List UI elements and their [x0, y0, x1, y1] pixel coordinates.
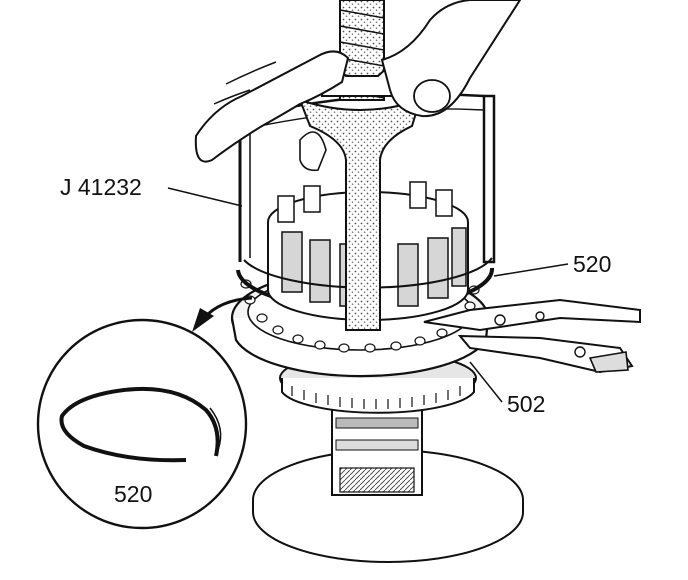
base-disc: [252, 449, 524, 563]
callout-clutch-housing-502: 502: [507, 391, 546, 417]
removal-arrowhead: [192, 308, 214, 332]
leader-lines: [167, 187, 569, 403]
snap-ring-pliers: [423, 298, 641, 374]
detail-circle: [36, 318, 248, 530]
callout-snap-ring-520: 520: [573, 251, 612, 277]
callout-tool-j41232: J 41232: [60, 174, 142, 200]
output-shaft: [331, 399, 423, 496]
callout-snap-ring-detail-520: 520: [114, 481, 153, 507]
technician-hand: [194, 0, 522, 172]
